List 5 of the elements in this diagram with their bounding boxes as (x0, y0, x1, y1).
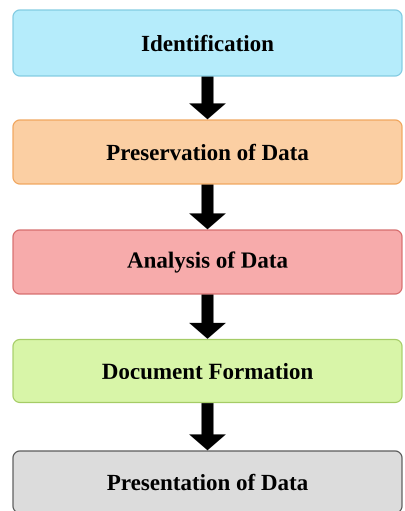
process-box: Analysis of Data (12, 229, 403, 295)
process-box: Identification (12, 9, 403, 77)
process-box: Preservation of Data (12, 119, 403, 185)
process-box: Presentation of Data (12, 450, 403, 511)
process-box: Document Formation (12, 338, 403, 404)
